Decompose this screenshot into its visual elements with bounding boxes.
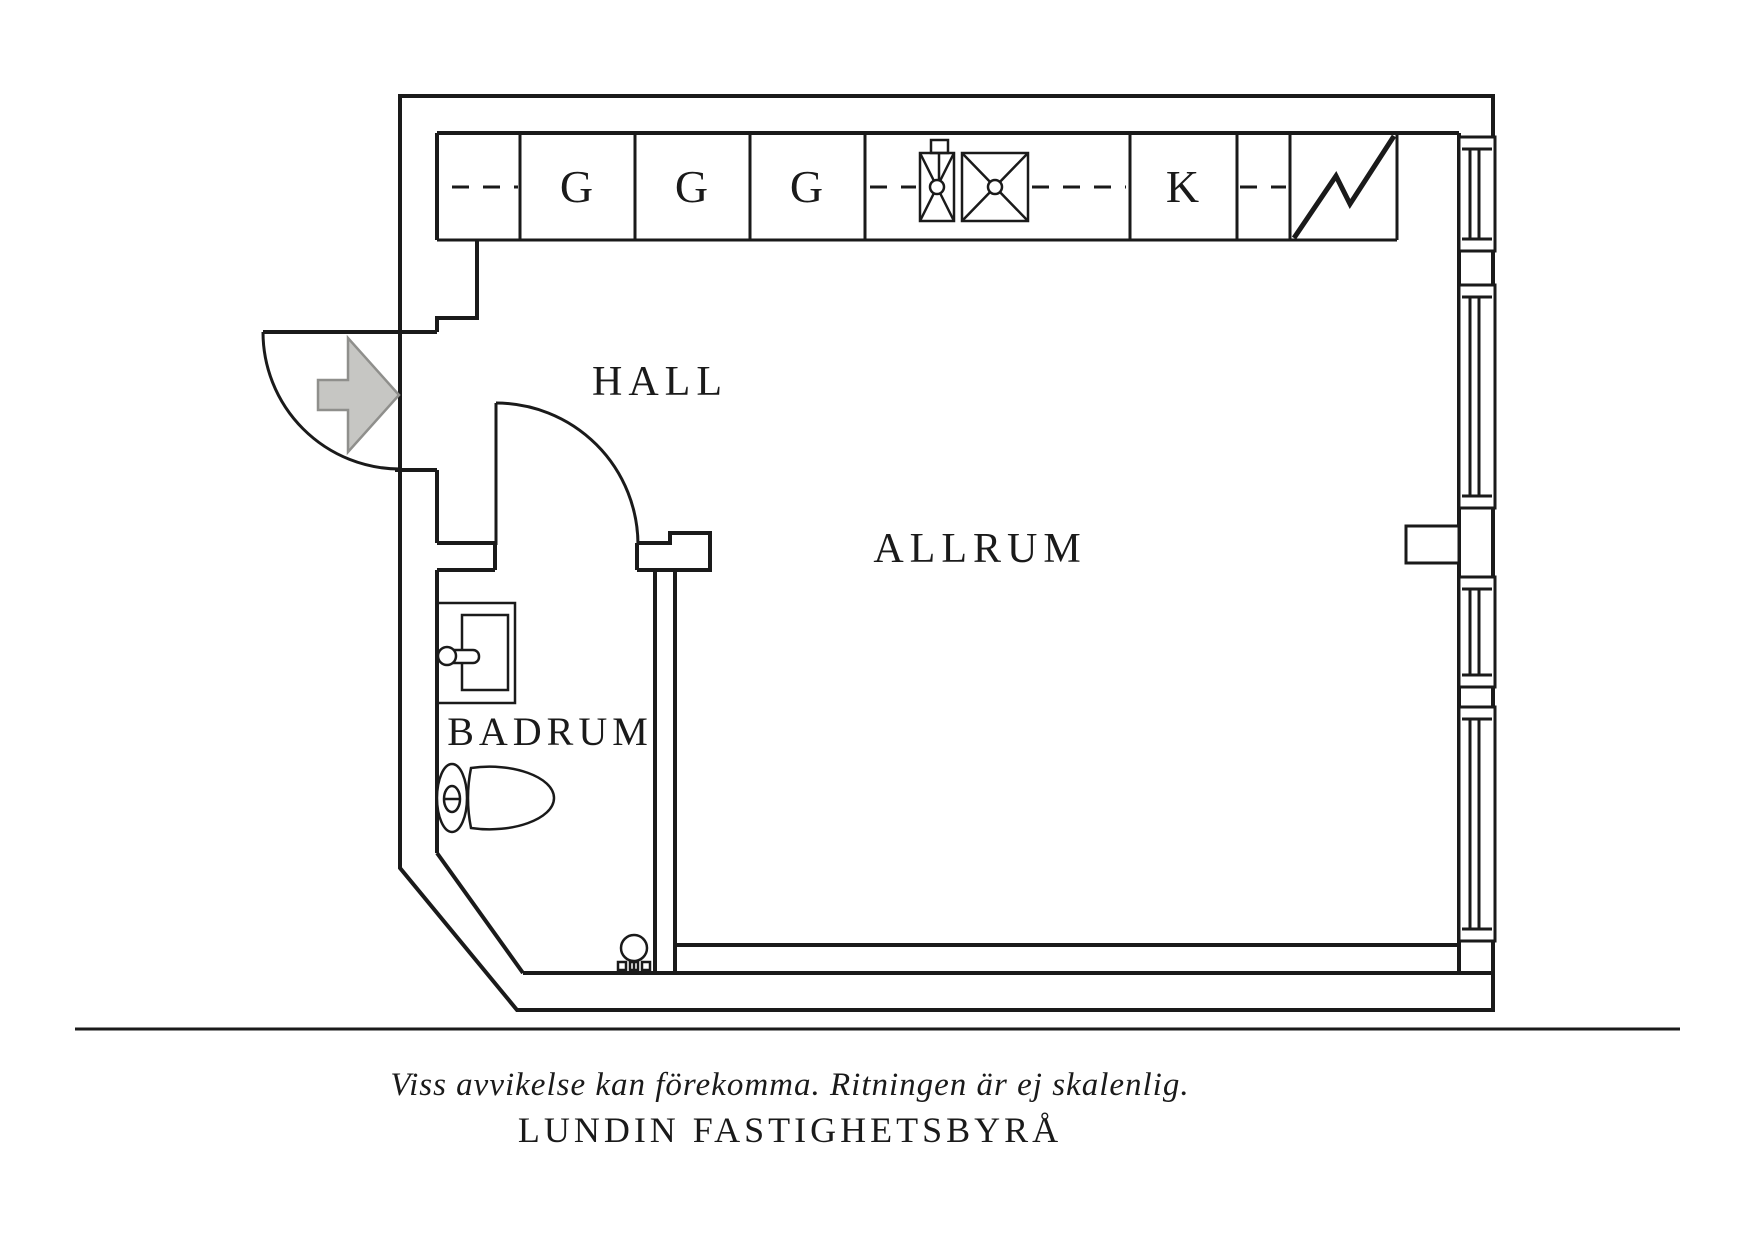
ventilation-shaft	[435, 240, 479, 332]
kitchen-cabinets: G G G K	[437, 133, 1399, 242]
stove-symbol	[960, 151, 1030, 223]
bathroom-door	[494, 401, 640, 546]
window-1	[1457, 135, 1497, 253]
bathroom-wall	[437, 531, 712, 973]
window-4	[1457, 705, 1497, 943]
cabinet-dividers	[518, 133, 1399, 240]
bathroom-door-swing	[495, 401, 640, 546]
radiator-pilaster	[1404, 524, 1461, 565]
room-label-allrum: ALLRUM	[873, 526, 1086, 572]
footer-agency: LUNDIN FASTIGHETSBYRÅ	[518, 1110, 1062, 1150]
kitchen-sink-symbol	[918, 138, 956, 223]
entry-door	[261, 330, 401, 471]
fridge-label: K	[1166, 161, 1200, 212]
room-label-hall: HALL	[592, 359, 728, 405]
footer-disclaimer: Viss avvikelse kan förekomma. Ritningen …	[390, 1067, 1189, 1103]
wardrobe-label-2: G	[675, 161, 709, 212]
toilet-symbol	[435, 762, 556, 834]
window-2	[1457, 283, 1497, 510]
room-label-badrum: BADRUM	[447, 709, 653, 754]
tall-cabinet-symbol	[1291, 134, 1397, 240]
entry-door-swing	[261, 331, 401, 471]
entry-arrow-icon	[316, 334, 401, 456]
window-3	[1457, 575, 1497, 689]
wardrobe-label-3: G	[790, 161, 824, 212]
wardrobe-label-1: G	[560, 161, 594, 212]
sink-symbol	[435, 601, 517, 705]
exterior-wall-outer	[398, 94, 1495, 1012]
floor-drain-symbol	[616, 933, 652, 972]
windows	[1404, 135, 1497, 943]
